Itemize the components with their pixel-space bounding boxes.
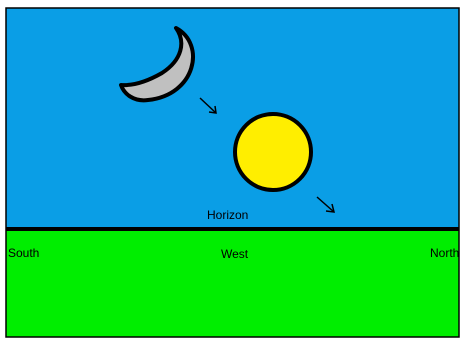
direction-label-west: West [221,247,248,261]
horizon-label: Horizon [207,208,248,222]
sun-icon [235,114,311,190]
direction-label-north: North [430,246,459,260]
sky [6,8,459,228]
direction-label-south: South [8,246,39,260]
